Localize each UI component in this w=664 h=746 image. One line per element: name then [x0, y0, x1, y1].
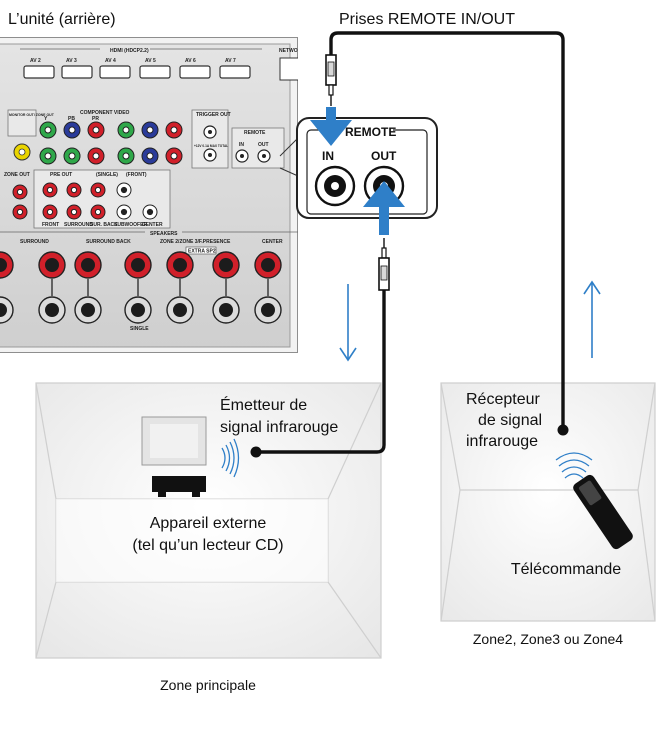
trigger-max-label: +12V 0.1A MAX TOTAL	[194, 144, 228, 148]
speaker-zone: ZONE 2/ZONE 3/F.PRESENCE	[160, 239, 231, 245]
pre-out-center: CENTER	[142, 222, 163, 228]
signal-arrow-up	[583, 280, 601, 358]
ir-emitter-wave-icon	[221, 438, 240, 478]
receiver-rear-panel: HDMI (HDCP2.2) AV 2 AV 3 AV 4 AV 5 AV 6 …	[0, 37, 298, 353]
cable-to-emitter	[258, 290, 386, 454]
pre-out-surround: SURROUND	[64, 222, 93, 228]
external-device-label-1: Appareil externe	[150, 515, 267, 532]
external-device-label-2: (tel qu’un lecteur CD)	[132, 537, 283, 554]
insert-arrow-in	[310, 107, 352, 146]
cable-to-receiver	[329, 31, 565, 430]
pre-out-label: PRE OUT	[50, 172, 72, 178]
signal-arrow-down	[339, 284, 357, 362]
ir-receiver-dot	[557, 424, 569, 436]
speakers-label: SPEAKERS	[150, 231, 178, 237]
remote-jacks-label: Prises REMOTE IN/OUT	[339, 11, 515, 28]
remote-small-in: IN	[239, 142, 244, 148]
remote-small-label: REMOTE	[244, 130, 266, 136]
remote-jack-callout: REMOTE IN OUT	[279, 117, 438, 219]
remote-in-jack	[314, 165, 356, 207]
plug-top	[325, 54, 337, 106]
hdmi-label: AV 5	[145, 58, 156, 64]
hdmi-label: AV 4	[105, 58, 116, 64]
remote-small-out: OUT	[258, 142, 269, 148]
insert-arrow-out	[363, 181, 405, 235]
single-bottom-label: SINGLE	[130, 326, 149, 332]
ir-emitter-dot	[250, 446, 262, 458]
pre-out-front: FRONT	[42, 222, 59, 228]
speaker-surround: SURROUND	[20, 239, 49, 245]
unit-rear-label: L’unité (arrière)	[8, 11, 116, 28]
speaker-terminals	[0, 251, 282, 324]
extra-sp-label: EXTRA SP2	[188, 249, 216, 255]
single-label: (SINGLE)	[96, 172, 118, 178]
hdmi-ports: AV 2 AV 3 AV 4 AV 5 AV 6 AV 7	[23, 58, 251, 79]
speaker-surround-back: SURROUND BACK	[86, 239, 131, 245]
component-jacks	[39, 121, 183, 165]
pre-out-sur-back: SUR. BACK	[90, 222, 118, 228]
remote-control-icon	[573, 474, 633, 550]
comp-pr-label: PR	[92, 116, 99, 122]
remote-control-label: Télécommande	[511, 561, 621, 578]
ir-emitter-label-1: Émetteur de	[220, 395, 307, 414]
hdmi-label: AV 2	[30, 58, 41, 64]
trigger-out-label: TRIGGER OUT	[196, 112, 231, 118]
component-video-label: COMPONENT VIDEO	[80, 110, 130, 116]
ir-receiver-wave-icon	[555, 452, 593, 479]
hdmi-title: HDMI (HDCP2.2)	[110, 48, 149, 54]
ir-receiver-label-2: de signal	[478, 412, 542, 429]
sub-zone-label: Zone2, Zone3 ou Zone4	[473, 631, 623, 647]
comp-y-label: Y	[44, 116, 48, 122]
ir-receiver-label-3: infrarouge	[466, 433, 538, 450]
jack-in-label: IN	[322, 149, 334, 163]
hdmi-label: AV 3	[66, 58, 77, 64]
network-label: NETWO	[279, 48, 298, 54]
speaker-center: CENTER	[262, 239, 283, 245]
comp-pb-label: PB	[68, 116, 75, 122]
plug-bottom	[378, 238, 390, 291]
pre-out-subwoofer: SUBWOOFER	[114, 222, 147, 228]
hdmi-label: AV 7	[225, 58, 236, 64]
hdmi-label: AV 6	[185, 58, 196, 64]
zone-out-label: ZONE OUT	[4, 172, 30, 178]
ir-emitter-label-2: signal infrarouge	[220, 419, 338, 436]
sub-zone-room	[440, 382, 656, 622]
external-device	[141, 416, 207, 497]
ir-receiver-label-1: Récepteur	[466, 391, 540, 408]
jack-out-label: OUT	[371, 149, 397, 163]
front-paren-label: (FRONT)	[126, 172, 147, 178]
remote-box-title: REMOTE	[345, 125, 396, 139]
main-zone-label: Zone principale	[160, 677, 256, 693]
monitor-out-label: MONITOR OUT/ ZONE OUT	[9, 113, 55, 117]
